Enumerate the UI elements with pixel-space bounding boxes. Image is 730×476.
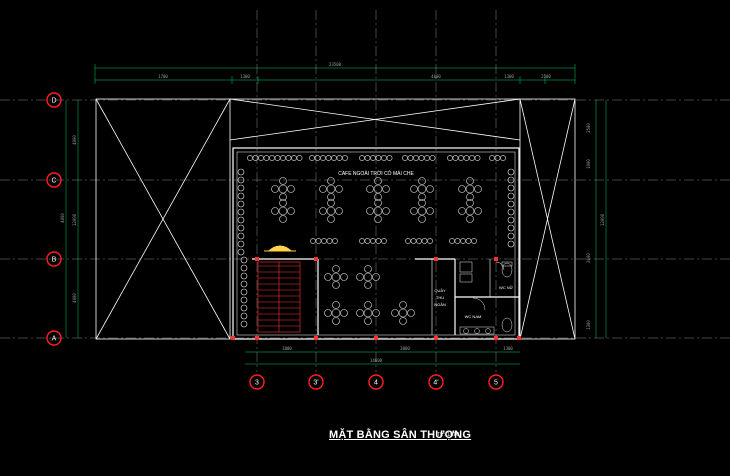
grid-bubble-b: B: [46, 251, 62, 267]
drawing-scale: TL : 1/100: [437, 432, 460, 438]
table-lower-2: [324, 301, 348, 325]
cashier-label-1: QUẦY: [434, 288, 446, 293]
dim-bottom-1: 3800: [400, 346, 410, 351]
column-0: [255, 257, 259, 261]
column-2: [434, 257, 438, 261]
roof-outline: [95, 98, 576, 340]
grid-label-b: B: [52, 257, 57, 264]
table-lower-0: [324, 265, 348, 289]
chair-row-top-d: [402, 155, 436, 161]
dim-top-3: 4000: [431, 74, 441, 79]
chair-row-mid-c: [405, 238, 433, 244]
dim-right-3: 3600: [586, 253, 591, 263]
dim-top-1: 1300: [240, 74, 250, 79]
column-9: [231, 336, 235, 340]
dim-right-0: 2500: [586, 123, 591, 133]
dim-top-4: 1300: [504, 74, 514, 79]
grid-label-col-2: 4: [374, 380, 378, 387]
table-2: [366, 177, 390, 201]
dim-top-2: 23500: [329, 62, 342, 67]
chair-row-mid-d: [449, 238, 477, 244]
grid-label-a: A: [52, 336, 57, 343]
table-1: [319, 177, 343, 201]
dim-top-5: 2500: [541, 74, 551, 79]
table-lower-1: [356, 265, 380, 289]
chair-row-top-f: [489, 155, 506, 161]
dim-right-2: 12000: [600, 213, 605, 226]
table-6: [319, 199, 343, 223]
dim-bottom-2: 14600: [370, 358, 383, 363]
grid-bubble-col-2: 4: [368, 374, 384, 390]
grid-bubble-d: D: [46, 92, 62, 108]
grid-bubble-a: A: [46, 330, 62, 346]
grid-label-col-1: 3': [313, 380, 318, 387]
grid-bubble-col-4: 5: [488, 374, 504, 390]
drawing-title: MẶT BẰNG SÂN THƯỢNG: [329, 429, 472, 441]
column-7: [434, 336, 438, 340]
table-lower-3: [356, 301, 380, 325]
table-3: [410, 177, 434, 201]
grid-label-col-3: 4': [433, 380, 438, 387]
wc-male-label: WC NAM: [465, 314, 482, 319]
table-4: [458, 177, 482, 201]
wc-female-label: WC NỮ: [499, 285, 514, 290]
column-3: [494, 257, 498, 261]
grid-label-d: D: [51, 98, 56, 105]
dim-right-1: 1000: [586, 159, 591, 169]
table-9: [458, 199, 482, 223]
columns: [231, 257, 521, 340]
table-5: [271, 199, 295, 223]
column-1: [314, 257, 318, 261]
table-lower-4: [391, 301, 415, 325]
cafe-tables: [237, 155, 515, 328]
entry-marker: [264, 245, 296, 252]
table-0: [271, 177, 295, 201]
chair-row-top-e: [447, 155, 481, 161]
chair-row-top-c: [359, 155, 393, 161]
grid-label-col-4: 5: [494, 380, 498, 387]
column-8: [494, 336, 498, 340]
dim-left-0: 4000: [72, 135, 77, 145]
dim-left-1: 12000: [72, 213, 77, 226]
chair-row-mid-b: [359, 238, 387, 244]
grid-bubble-c: C: [46, 172, 62, 188]
column-5: [314, 336, 318, 340]
wc-fixtures: [459, 261, 513, 335]
dim-top-0: 1700: [158, 74, 168, 79]
column-6: [374, 336, 378, 340]
cashier-label-3: NGÂN: [434, 302, 446, 307]
dim-left-2: 4000: [60, 213, 65, 223]
grid-bubble-col-0: 3: [249, 374, 265, 390]
dim-left-3: 4000: [72, 293, 77, 303]
cashier-label-2: THU: [436, 295, 444, 300]
chair-row-mid-a: [310, 238, 338, 244]
grid-bubble-col-3: 4': [428, 374, 444, 390]
column-10: [517, 336, 521, 340]
grid-label-col-0: 3: [255, 380, 259, 387]
chair-row-top-a: [247, 155, 303, 161]
grid-bubbles: D C B A 3 3' 4 4' 5: [46, 92, 504, 390]
chair-row-top-b: [309, 155, 348, 161]
dim-right-4: 1300: [586, 320, 591, 330]
dimension-lines: [65, 64, 607, 365]
dim-bottom-3: 1300: [503, 346, 513, 351]
table-7: [366, 199, 390, 223]
table-8: [410, 199, 434, 223]
grid-bubble-col-1: 3': [308, 374, 324, 390]
cafe-label: CAFE NGOÀI TRỜI CÓ MÁI CHE: [338, 170, 414, 177]
grid-axis-lines: [0, 10, 730, 372]
grid-label-c: C: [51, 178, 56, 185]
dim-bottom-0: 3000: [282, 346, 292, 351]
dimension-texts: 1700 1300 23500 4000 1300 2500 3000 3800 14600 13…: [60, 62, 605, 363]
stair: [257, 261, 301, 333]
column-4: [255, 336, 259, 340]
